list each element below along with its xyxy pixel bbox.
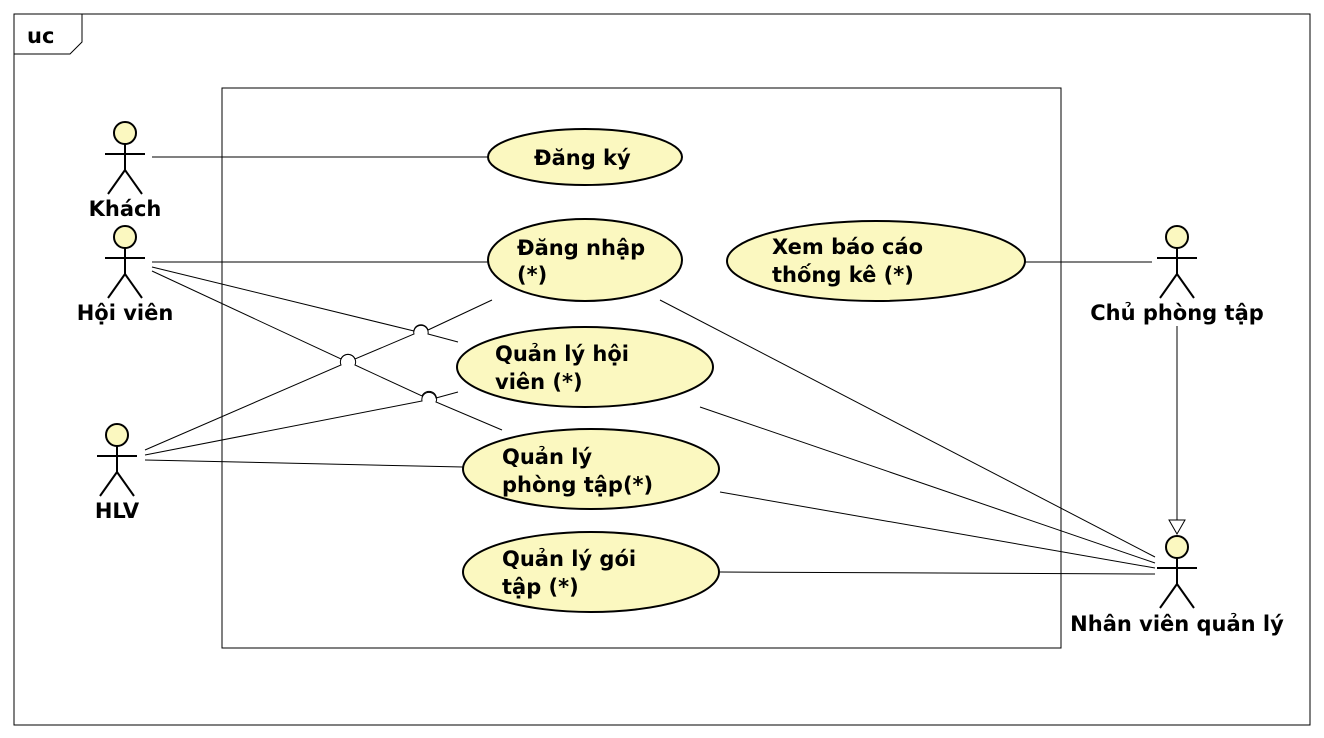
actor-nhan-vien-quan-ly[interactable]: Nhân viên quản lý xyxy=(1070,535,1284,636)
stick-figure-icon xyxy=(1157,535,1197,609)
assoc-nvql-quan-ly-phong-tap xyxy=(719,491,1156,569)
system-boundary xyxy=(221,87,1062,649)
stick-figure-icon xyxy=(97,423,137,497)
stick-figure-icon xyxy=(105,121,145,195)
use-case-dang-nhap[interactable]: Đăng nhập (*) xyxy=(487,218,683,302)
use-case-label: Đăng nhập xyxy=(517,236,645,260)
stick-figure-icon xyxy=(105,225,145,299)
use-case-dang-ky[interactable]: Đăng ký xyxy=(487,128,683,186)
assoc-nvql-quan-ly-hoi-vien xyxy=(699,406,1156,564)
stick-figure-icon xyxy=(1157,225,1197,299)
use-case-label: Đăng ký xyxy=(534,146,631,170)
actor-chu-phong-tap[interactable]: Chủ phòng tập xyxy=(1090,225,1264,325)
use-case-label: thống kê (*) xyxy=(772,263,914,287)
use-case-label: Xem báo cáo xyxy=(772,235,923,259)
use-case-label: Quản lý xyxy=(502,445,592,469)
use-case-quan-ly-goi-tap[interactable]: Quản lý gói tập (*) xyxy=(462,531,720,613)
assoc-hlv-quan-ly-hoi-vien xyxy=(144,391,459,456)
actor-hoi-vien[interactable]: Hội viên xyxy=(77,225,174,325)
diagram-frame xyxy=(13,13,1311,726)
assoc-nvql-dang-nhap xyxy=(659,299,1156,558)
actor-hlv[interactable]: HLV xyxy=(95,423,140,523)
actor-label: HLV xyxy=(95,499,140,523)
associations xyxy=(144,156,1186,575)
assoc-nvql-quan-ly-goi-tap xyxy=(719,571,1156,575)
actor-label: Khách xyxy=(89,197,162,221)
use-case-quan-ly-phong-tap[interactable]: Quản lý phòng tập(*) xyxy=(462,428,720,510)
assoc-hoi-vien-quan-ly-hoi-vien xyxy=(151,266,459,343)
use-case-label: Quản lý hội xyxy=(495,342,629,366)
use-case-xem-bao-cao[interactable]: Xem báo cáo thống kê (*) xyxy=(726,220,1026,302)
actor-label: Hội viên xyxy=(77,301,174,325)
assoc-hoi-vien-quan-ly-phong-tap xyxy=(151,270,503,431)
frame-tab xyxy=(14,14,83,55)
use-case-quan-ly-hoi-vien[interactable]: Quản lý hội viên (*) xyxy=(456,326,714,408)
use-case-label: (*) xyxy=(517,263,547,287)
generalization-arrowhead xyxy=(1168,519,1186,536)
assoc-hlv-dang-nhap xyxy=(144,299,493,451)
use-case-label: phòng tập(*) xyxy=(502,473,653,497)
use-case-label: tập (*) xyxy=(502,575,579,599)
use-case-label: viên (*) xyxy=(495,370,583,394)
actor-khach[interactable]: Khách xyxy=(89,121,162,221)
actor-label: Chủ phòng tập xyxy=(1090,301,1264,325)
frame-label: uc xyxy=(27,24,54,48)
use-case-label: Quản lý gói xyxy=(502,547,636,571)
assoc-hlv-quan-ly-phong-tap xyxy=(144,459,464,468)
actor-label: Nhân viên quản lý xyxy=(1070,612,1284,636)
